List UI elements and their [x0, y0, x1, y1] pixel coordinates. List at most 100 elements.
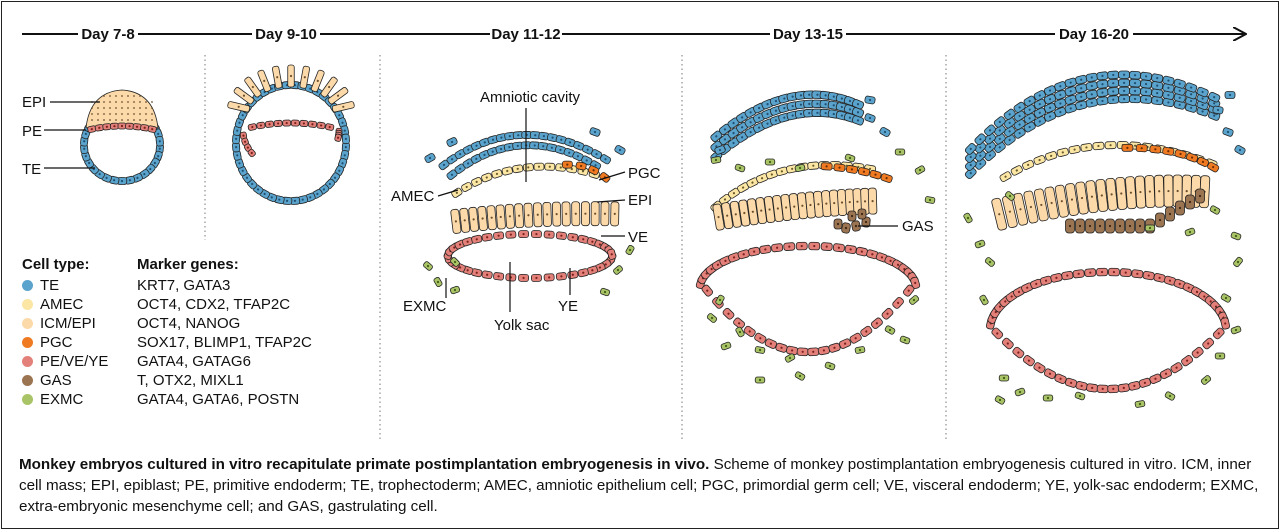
ve-cell	[1202, 337, 1215, 350]
amec-cell	[1033, 155, 1046, 165]
te-cell	[503, 142, 515, 152]
epi-cell	[233, 87, 255, 105]
exmc-cell	[1230, 325, 1242, 335]
amec-cell	[512, 164, 524, 174]
te-cell	[1129, 78, 1141, 88]
te-cell	[1085, 81, 1098, 91]
exmc-cell	[899, 335, 911, 345]
exmc-cell	[449, 285, 461, 295]
epi-cell	[1085, 180, 1099, 214]
epi-cell	[477, 206, 488, 231]
ye-cell	[555, 272, 567, 281]
epi-cell	[1163, 174, 1174, 208]
label-yolk-sac: Yolk sac	[494, 317, 550, 334]
ve-cell	[771, 243, 784, 253]
amec-cell	[522, 163, 534, 172]
te-cell	[1162, 97, 1175, 108]
epi-cell	[600, 201, 610, 227]
te-cell	[1151, 96, 1164, 106]
te-cell	[589, 127, 601, 137]
ye-cell	[493, 231, 505, 240]
pe-cell	[247, 148, 256, 158]
epi-cell	[1095, 178, 1109, 212]
te-cell	[546, 133, 559, 143]
epi-cell	[1153, 174, 1165, 208]
timeline: Day 7-8 Day 9-10 Day 11-12 Day 13-15 Day…	[22, 26, 1245, 43]
te-cell	[1212, 105, 1224, 115]
label-amniotic-cavity: Amniotic cavity	[480, 89, 581, 106]
embryo-day-16-20	[963, 70, 1246, 408]
te-cell	[1162, 75, 1175, 86]
ye-cell	[555, 231, 567, 240]
pgc-cell	[1135, 144, 1148, 153]
pe-cell	[110, 122, 119, 130]
amec-cell	[1068, 145, 1081, 155]
exmc-cell	[824, 361, 836, 371]
epi-cell	[738, 199, 751, 227]
epi-cell	[514, 203, 525, 229]
epi-cell	[571, 201, 581, 227]
ve-cell	[881, 307, 894, 320]
ve-cell	[860, 325, 873, 338]
exmc-cell	[979, 294, 989, 306]
pe-cell	[282, 119, 292, 127]
te-cell	[879, 126, 891, 138]
te-cell	[1075, 91, 1088, 102]
ve-cell	[748, 246, 761, 257]
gas-cell	[833, 218, 843, 230]
epi-cell	[450, 208, 462, 234]
embryogenesis-diagram: Day 7-8 Day 9-10 Day 11-12 Day 13-15 Day…	[22, 26, 1282, 440]
epi-cell	[1105, 177, 1118, 211]
amec-cell	[1010, 165, 1023, 176]
ye-cell	[518, 273, 529, 282]
te-cell	[504, 131, 516, 141]
legend-markers: OCT4, CDX2, TFAP2C	[137, 296, 291, 313]
exmc-cell	[625, 244, 635, 256]
pgc-cell	[857, 167, 870, 177]
epi-cell	[272, 65, 283, 89]
pe-cell	[316, 121, 326, 130]
ye-cell	[607, 248, 617, 260]
exmc-cell	[754, 346, 766, 354]
exmc-cell	[764, 158, 776, 166]
epi-cell	[1044, 186, 1059, 220]
exmc-cell	[1200, 375, 1212, 385]
ye-cell	[505, 230, 517, 239]
epi-cell	[1075, 181, 1089, 215]
te-cell	[599, 154, 612, 165]
ve-cell	[1149, 373, 1162, 384]
gas-cell	[847, 210, 857, 222]
te-cell	[1208, 91, 1221, 103]
ve-cell	[1159, 368, 1173, 380]
ye-cell	[493, 272, 505, 281]
epi-cell	[310, 69, 325, 93]
amec-cell	[501, 166, 513, 176]
ve-cell	[783, 242, 796, 251]
ve-cell	[1212, 327, 1225, 340]
pe-cell	[299, 119, 309, 127]
exmc-cell	[784, 353, 796, 363]
pe-cell	[273, 119, 283, 127]
te-cell	[340, 125, 350, 136]
pgc-cell	[869, 169, 882, 180]
te-cell	[727, 127, 740, 139]
ve-cell	[1064, 377, 1078, 388]
legend-type: GAS	[40, 372, 72, 389]
ve-cell	[796, 347, 809, 357]
te-cell	[446, 137, 458, 147]
exmc-cell	[884, 325, 896, 335]
exmc-cell	[734, 163, 746, 173]
legend-markers: KRT7, GATA3	[137, 277, 231, 294]
te-cell	[1129, 94, 1141, 104]
ye-cell	[518, 230, 529, 239]
te-cell	[1129, 70, 1142, 80]
te-cell	[964, 143, 977, 155]
ve-cell	[807, 347, 820, 357]
exmc-cell	[908, 295, 920, 305]
pe-cell	[125, 122, 134, 130]
te-cell	[1075, 100, 1088, 111]
legend-markers: GATA4, GATA6, POSTN	[137, 391, 300, 408]
gas-cell	[857, 208, 867, 220]
